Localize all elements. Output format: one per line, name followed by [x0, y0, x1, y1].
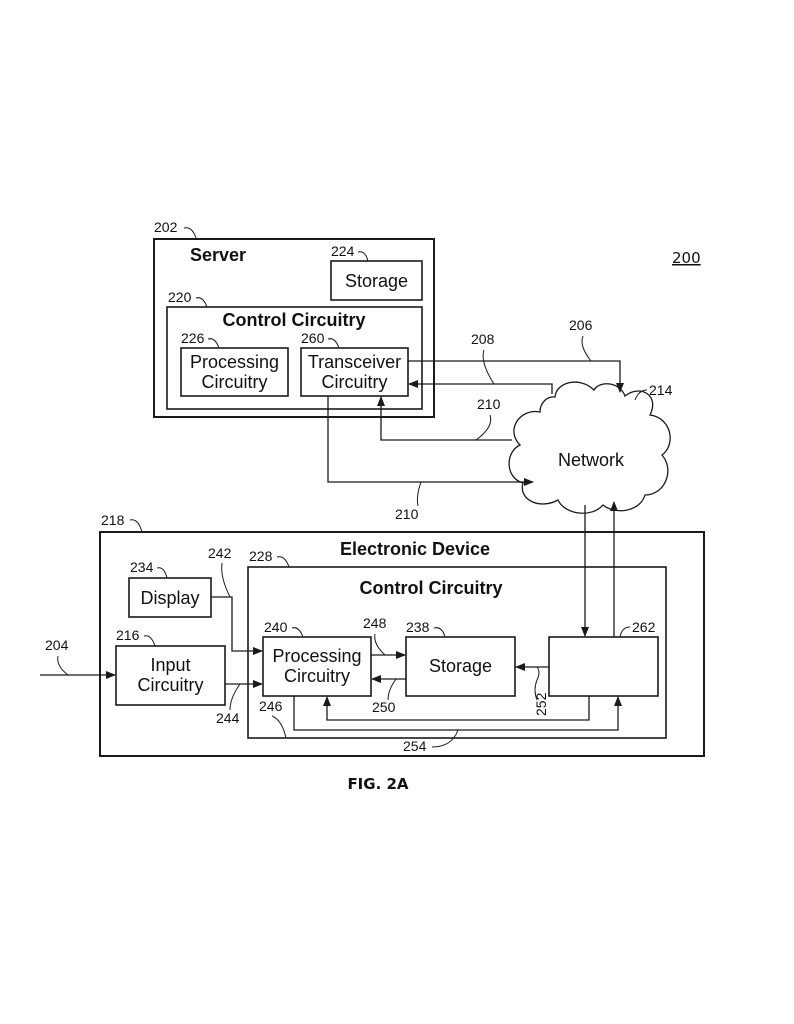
link-246-to-transceiver — [293, 696, 622, 731]
link-206-ref: 206 — [569, 317, 593, 333]
server-transceiver-leader — [327, 338, 340, 349]
device-storage-label: Storage — [429, 656, 492, 676]
server-transceiver-line1: Transceiver — [308, 352, 401, 372]
network-leader — [634, 389, 648, 401]
input-leader — [143, 635, 156, 647]
link-254-to-processing — [323, 696, 590, 721]
server-transceiver-box — [300, 347, 409, 397]
link-206 — [408, 360, 624, 393]
server-storage-box — [330, 260, 423, 301]
link-248-ref: 248 — [363, 615, 387, 631]
link-242-leader — [221, 562, 231, 598]
link-204-ref: 204 — [45, 637, 69, 653]
server-processing-leader — [207, 338, 220, 349]
link-210-upper-ref: 210 — [477, 396, 501, 412]
server-block: 202 Server 224 Storage 220 Control Circu… — [153, 219, 435, 418]
link-254-leader — [431, 729, 459, 748]
link-242 — [211, 596, 263, 655]
link-244-leader — [229, 683, 241, 711]
device-control-ref: 228 — [249, 548, 273, 564]
input-box — [115, 645, 226, 706]
device-transceiver-box — [548, 636, 659, 697]
device-title: Electronic Device — [340, 539, 490, 559]
display-leader — [156, 567, 168, 579]
device-ref: 218 — [101, 512, 125, 528]
device-leader — [129, 519, 143, 533]
server-control-ref: 220 — [168, 289, 192, 305]
device-processing-box — [262, 636, 372, 697]
server-processing-line1: Processing — [190, 352, 279, 372]
link-242-ref: 242 — [208, 545, 232, 561]
device-transceiver-leader — [619, 626, 631, 638]
server-processing-box — [180, 347, 289, 397]
device-control-box — [247, 566, 667, 739]
link-210-lower-leader — [416, 481, 422, 507]
server-ref: 202 — [154, 219, 178, 235]
device-storage-ref: 238 — [406, 619, 430, 635]
link-244-ref: 244 — [216, 710, 240, 726]
link-254-ref: 254 — [403, 738, 427, 754]
link-250-leader — [387, 678, 397, 701]
link-204-leader — [57, 655, 69, 676]
server-control-box — [166, 306, 423, 410]
server-control-leader — [195, 297, 208, 308]
link-208-leader — [482, 349, 495, 385]
server-title: Server — [190, 245, 246, 265]
device-control-title: Control Circuitry — [359, 578, 502, 598]
link-208-ref: 208 — [471, 331, 495, 347]
server-storage-ref: 224 — [331, 243, 355, 259]
network-cloud: Network 214 — [508, 381, 673, 514]
link-246-leader — [271, 715, 287, 739]
system-ref-label: 200 — [672, 249, 701, 267]
link-250-ref: 250 — [372, 699, 396, 715]
device-processing-leader — [291, 627, 304, 638]
display-label: Display — [140, 588, 199, 608]
figure-caption: FIG. 2A — [347, 775, 408, 793]
device-processing-line1: Processing — [272, 646, 361, 666]
input-line2: Circuitry — [138, 675, 204, 695]
input-line1: Input — [150, 655, 190, 675]
network-ref: 214 — [649, 382, 673, 398]
link-210-upper — [377, 396, 512, 441]
server-transceiver-line2: Circuitry — [322, 372, 388, 392]
server-transceiver-ref: 260 — [301, 330, 325, 346]
input-ref: 216 — [116, 627, 140, 643]
link-248-leader — [374, 633, 386, 656]
server-box — [153, 238, 435, 418]
server-storage-leader — [357, 251, 369, 262]
link-210-lower-ref: 210 — [395, 506, 419, 522]
link-210-lower — [327, 396, 534, 486]
server-processing-line2: Circuitry — [202, 372, 268, 392]
link-246-ref: 246 — [259, 698, 283, 714]
device-box — [99, 531, 705, 757]
server-leader — [183, 227, 197, 239]
link-208 — [408, 380, 553, 394]
link-206-leader — [581, 335, 592, 362]
device-block: 218 Electronic Device 234 Display 216 In… — [99, 512, 705, 757]
network-label: Network — [558, 450, 625, 470]
server-storage-label: Storage — [345, 271, 408, 291]
link-210-upper-leader — [475, 414, 492, 441]
link-252-leader — [534, 666, 540, 701]
device-transceiver-ref: 262 — [632, 619, 656, 635]
link-252-ref: 252 — [533, 692, 549, 716]
cloud-shape — [508, 381, 671, 514]
display-ref: 234 — [130, 559, 154, 575]
server-control-title: Control Circuitry — [222, 310, 365, 330]
device-control-leader — [276, 556, 290, 568]
device-processing-line2: Circuitry — [284, 666, 350, 686]
server-processing-ref: 226 — [181, 330, 205, 346]
device-processing-ref: 240 — [264, 619, 288, 635]
device-storage-leader — [433, 627, 446, 638]
